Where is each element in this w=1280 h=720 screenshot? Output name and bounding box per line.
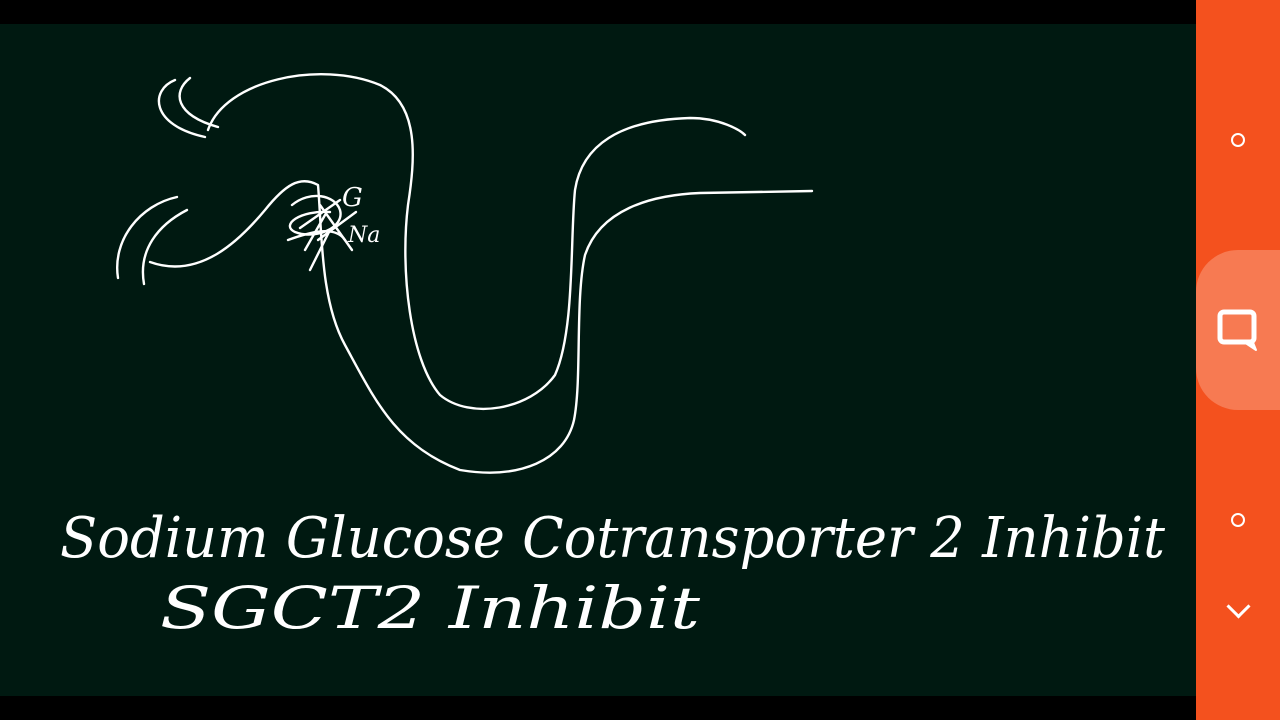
drawing-stroke xyxy=(206,73,747,410)
drawing-stroke xyxy=(286,194,347,272)
handwritten-line-1: Sodium Glucose Cotransporter 2 Inhibit xyxy=(60,506,1165,571)
label-sodium: Na xyxy=(347,223,380,248)
circle-button-bottom[interactable] xyxy=(1196,500,1280,540)
chevron-down-icon xyxy=(1225,593,1251,619)
drawing-stroke xyxy=(178,76,220,129)
label-glucose: G xyxy=(342,183,363,213)
video-player[interactable]: G Na Sodium Glucose Cotransporter 2 Inhi… xyxy=(0,0,1196,720)
circle-icon xyxy=(1231,513,1245,527)
collapse-button[interactable] xyxy=(1196,590,1280,630)
chat-button[interactable] xyxy=(1196,250,1280,410)
drawing-stroke xyxy=(115,195,179,280)
whiteboard-drawing: G Na Sodium Glucose Cotransporter 2 Inhi… xyxy=(60,73,1165,642)
circle-icon xyxy=(1231,133,1245,147)
circle-button-top[interactable] xyxy=(1196,120,1280,160)
drawing-stroke xyxy=(316,203,358,252)
side-panel xyxy=(1196,0,1280,720)
drawing-stroke xyxy=(157,78,207,139)
chat-icon xyxy=(1217,309,1257,351)
handwritten-line-2: SGCT2 Inhibit xyxy=(160,574,701,642)
drawing-stroke xyxy=(141,208,189,286)
whiteboard: G Na Sodium Glucose Cotransporter 2 Inhi… xyxy=(0,24,1196,696)
drawing-stroke xyxy=(148,180,814,474)
